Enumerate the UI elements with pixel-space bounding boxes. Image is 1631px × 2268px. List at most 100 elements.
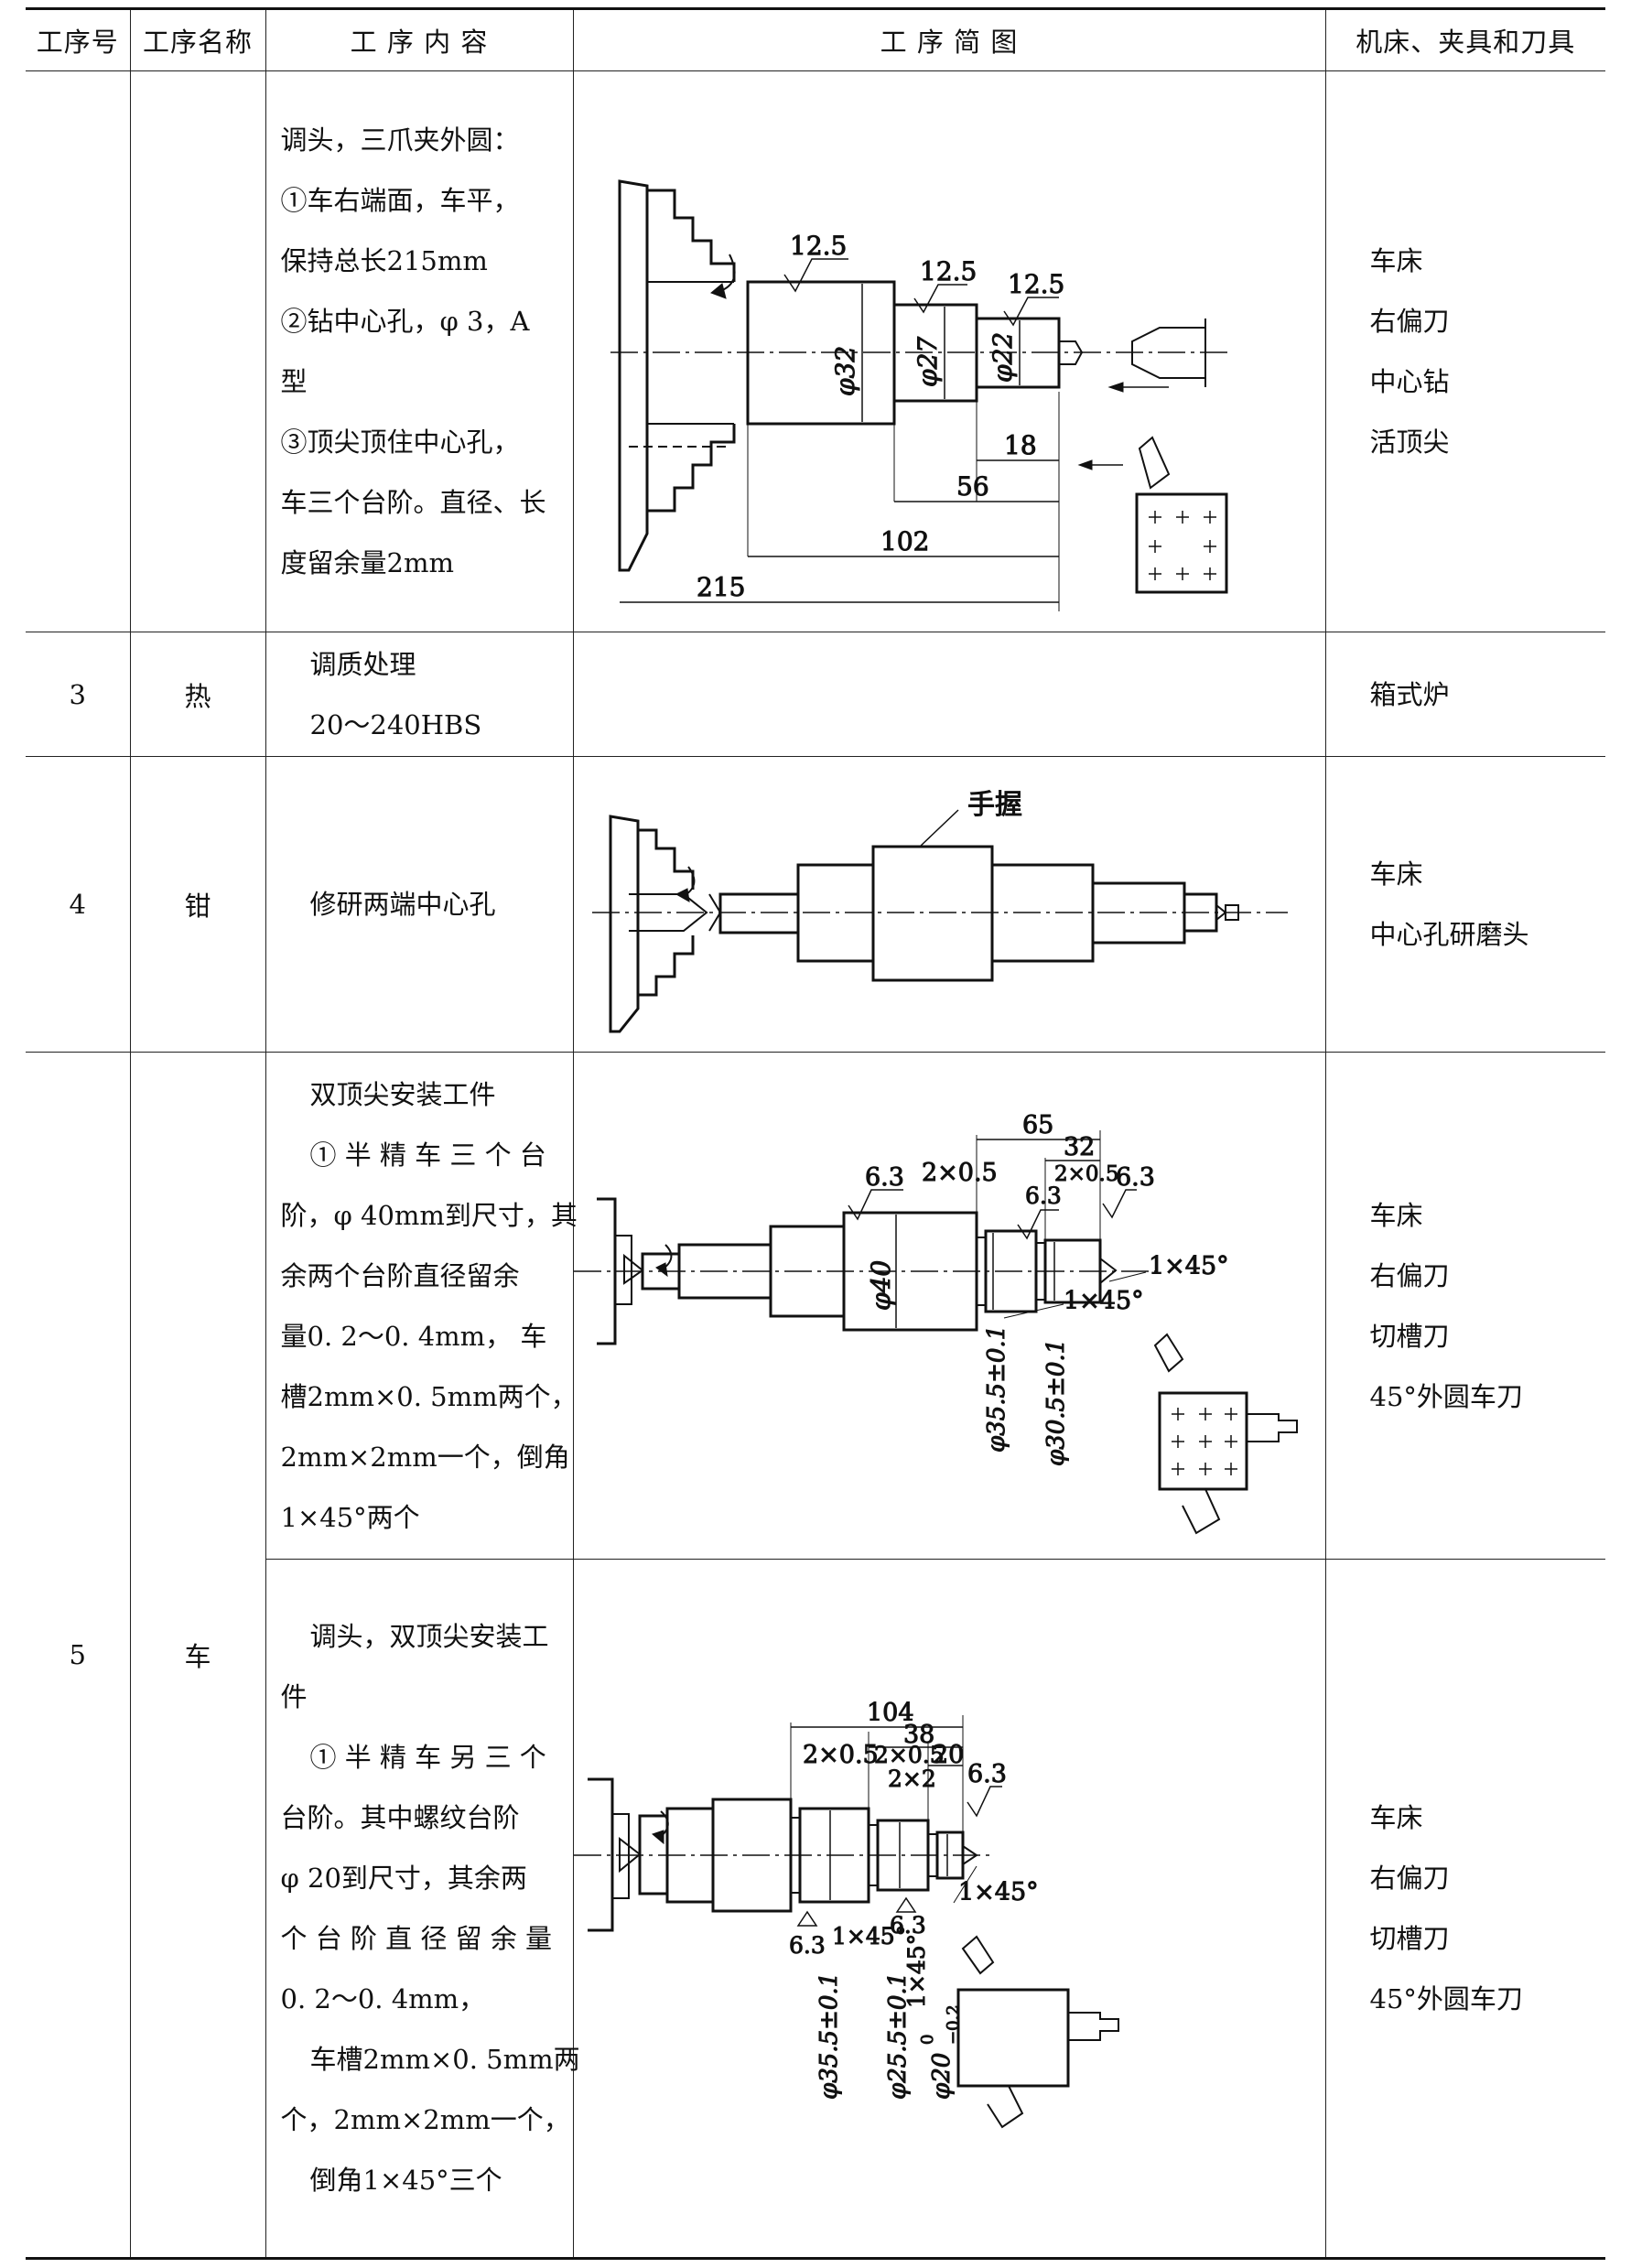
content-line: 度留余量2mm (280, 547, 454, 578)
content-line: 个，2mm×2mm一个， (280, 2104, 570, 2135)
step-number (26, 70, 131, 632)
process-table: 工序号 工序名称 工 序 内 容 工 序 简 图 机床、夹具和刀具 调头，三爪夹… (26, 7, 1605, 2260)
step-name: 车 (129, 1052, 266, 2259)
tool-item: 车床 (1369, 859, 1423, 890)
content-line: 件 (280, 1681, 308, 1712)
diameter-label: φ40 (866, 1260, 896, 1311)
sketch-semi-finish-first-end: 65 32 2×0.5 2×0.5 6.3 6.3 6.3 φ40 φ35.5±… (573, 1111, 1298, 1535)
step-tools: 车床 右偏刀 中心钻 活顶尖 (1324, 70, 1605, 632)
tool-item: 切槽刀 (1369, 1320, 1450, 1352)
tool-item: 中心孔研磨头 (1369, 919, 1529, 950)
content-line: 槽2mm×0. 5mm两个， (280, 1380, 578, 1412)
step-tools: 车床 右偏刀 切槽刀 45°外圆车刀 (1324, 1559, 1605, 2259)
diameter-label: φ32 (830, 346, 860, 396)
content-line: 量0. 2～0. 4mm， 车 (280, 1320, 547, 1352)
length-label: 104 (867, 1699, 914, 1727)
length-label: 215 (697, 572, 745, 602)
content-line: 阶，φ 40mm到尺寸，其 (280, 1199, 578, 1231)
chamfer-label: 1×45° (1149, 1252, 1229, 1280)
content-line: 修研两端中心孔 (309, 889, 496, 920)
groove-label: 2×2 (888, 1766, 936, 1792)
tool-item: 中心钻 (1369, 366, 1450, 397)
header-step-sketch: 工 序 简 图 (572, 8, 1326, 71)
chamfer-label: 1×45° (1064, 1287, 1144, 1315)
header-step-name: 工序名称 (129, 8, 266, 71)
roughness-label: 6.3 (890, 1912, 926, 1939)
diameter-label: φ22 (988, 332, 1018, 383)
step-tools: 车床 中心孔研磨头 (1324, 756, 1605, 1053)
diameter-label: φ35.5±0.1 (983, 1325, 1010, 1453)
groove-label: 2×0.5 (922, 1159, 998, 1187)
roughness-label: 6.3 (1116, 1163, 1155, 1192)
length-label: 56 (956, 471, 989, 502)
table-row: 4 钳 修研两端中心孔 (26, 756, 1605, 1053)
diameter-label: φ27 (913, 337, 943, 387)
roughness-label: 6.3 (1025, 1183, 1062, 1209)
header-tools: 机床、夹具和刀具 (1324, 8, 1605, 71)
chamfer-label: 1×45° (903, 1934, 930, 2008)
step-sketch: 12.5 12.5 12.5 φ32 φ27 φ22 18 56 102 215 (572, 70, 1326, 632)
length-label: 102 (880, 526, 929, 556)
step-sketch: 104 38 20 2×0.5 2×0.5 2×2 6.3 6.3 6.3 1×… (572, 1559, 1326, 2259)
step-content: 调头，三爪夹外圆： ①车右端面，车平， 保持总长215mm ②钻中心孔，φ 3，… (265, 70, 574, 632)
tolerance-label: 0 (918, 2035, 937, 2045)
content-line: 调质处理 (309, 648, 416, 680)
step-sketch: 手握 (572, 756, 1326, 1053)
chamfer-label: 1×45° (958, 1878, 1039, 1906)
content-line: ①车右端面，车平， (280, 185, 520, 216)
length-label: 18 (1004, 430, 1037, 460)
table-row: 3 热 调质处理 20～240HBS 箱式炉 (26, 632, 1605, 757)
step-tools: 车床 右偏刀 切槽刀 45°外圆车刀 (1324, 1052, 1605, 1560)
length-label: 32 (1064, 1133, 1095, 1161)
header-step-number: 工序号 (26, 8, 131, 71)
tool-item: 活顶尖 (1369, 427, 1450, 458)
content-line: 余两个台阶直径留余 (280, 1259, 520, 1291)
diameter-label: φ30.5±0.1 (1042, 1339, 1070, 1466)
chuck-outline (618, 179, 648, 572)
content-line: 2mm×2mm一个，倒角 (280, 1441, 570, 1473)
content-line: ① 半 精 车 三 个 台 (309, 1139, 546, 1171)
content-line: 0. 2～0. 4mm， (280, 1983, 486, 2014)
length-label: 20 (933, 1741, 964, 1769)
tool-item: 右偏刀 (1369, 306, 1450, 337)
table-row: 调头，三爪夹外圆： ①车右端面，车平， 保持总长215mm ②钻中心孔，φ 3，… (26, 70, 1605, 632)
tool-item: 车床 (1369, 1802, 1423, 1833)
tool-item: 车床 (1369, 1199, 1423, 1231)
groove-label: 2×0.5 (1054, 1162, 1118, 1186)
content-line: 调头，三爪夹外圆： (280, 124, 520, 156)
sketch-semi-finish-second-end: 104 38 20 2×0.5 2×0.5 2×2 6.3 6.3 6.3 1×… (573, 1699, 1119, 2129)
roughness-label: 6.3 (967, 1760, 1007, 1788)
content-line: 个 台 阶 直 径 留 余 量 (280, 1923, 553, 1954)
content-line: ① 半 精 车 另 三 个 (309, 1742, 546, 1773)
content-line: 台阶。其中螺纹台阶 (280, 1802, 520, 1833)
step-number: 5 (26, 1052, 131, 2259)
step-tools: 箱式炉 (1324, 632, 1605, 757)
content-line: 车槽2mm×0. 5mm两 (309, 2044, 580, 2075)
diameter-label: φ25.5±0.1 (884, 1972, 912, 2100)
tool-item: 45°外圆车刀 (1369, 1983, 1523, 2014)
content-line: 倒角1×45°三个 (309, 2165, 502, 2196)
content-line: 调头，双顶尖安装工 (309, 1621, 549, 1652)
step-name: 热 (129, 632, 266, 757)
roughness-label: 6.3 (789, 1932, 826, 1959)
tool-item: 45°外圆车刀 (1369, 1380, 1523, 1412)
step-content: 双顶尖安装工件 ① 半 精 车 三 个 台 阶，φ 40mm到尺寸，其 余两个台… (265, 1052, 578, 1560)
tool-item: 右偏刀 (1369, 1259, 1450, 1291)
sketch-turning-three-steps: 12.5 12.5 12.5 φ32 φ27 φ22 18 56 102 215 (610, 179, 1233, 611)
step-sketch: 65 32 2×0.5 2×0.5 6.3 6.3 6.3 φ40 φ35.5±… (572, 1052, 1326, 1560)
content-line: 保持总长215mm (280, 245, 488, 276)
content-line: 车三个台阶。直径、长 (280, 487, 546, 518)
table-row: 调头，双顶尖安装工 件 ① 半 精 车 另 三 个 台阶。其中螺纹台阶 φ 20… (26, 1559, 1605, 2259)
tool-item: 切槽刀 (1369, 1923, 1450, 1954)
content-line: ②钻中心孔，φ 3，A (280, 306, 530, 337)
step-content: 调头，双顶尖安装工 件 ① 半 精 车 另 三 个 台阶。其中螺纹台阶 φ 20… (265, 1559, 580, 2259)
diameter-label: φ20 (928, 2053, 956, 2100)
roughness-label: 12.5 (920, 256, 977, 286)
header-step-content: 工 序 内 容 (265, 8, 574, 71)
content-line: 20～240HBS (309, 708, 482, 740)
table-row: 5 车 双顶尖安装工件 ① 半 精 车 三 个 台 阶，φ 40mm到尺寸，其 … (26, 1052, 1605, 2259)
tool-item: 箱式炉 (1369, 678, 1450, 710)
chamfer-label: 1×45° (832, 1923, 906, 1949)
sketch-center-lapping: 手握 (591, 789, 1288, 1033)
